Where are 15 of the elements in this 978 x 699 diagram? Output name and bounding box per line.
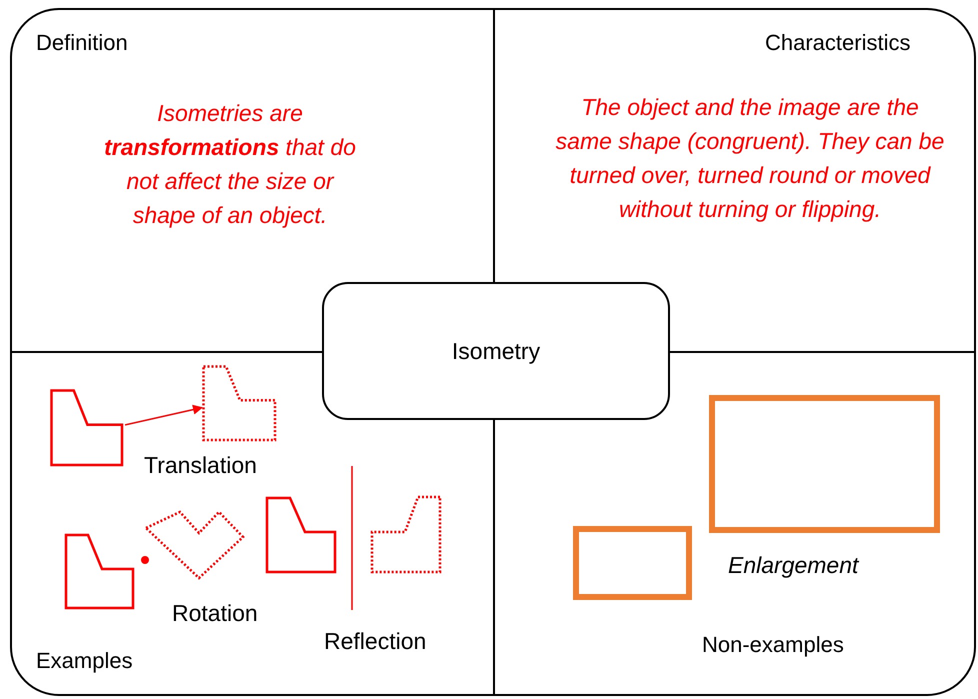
- center-box: [322, 282, 670, 420]
- arrow: [124, 404, 203, 426]
- section-heading: Characteristics: [765, 30, 910, 56]
- section-text: Isometries are transformations that do not affect the size or shape of an object.: [103, 99, 357, 230]
- shape-drawing: [50, 389, 125, 468]
- example-label: Rotation: [172, 600, 258, 627]
- example-label: Enlargement: [728, 552, 858, 579]
- center-title: Isometry: [452, 338, 540, 364]
- section-heading: Examples: [36, 648, 133, 674]
- example-label: Reflection: [324, 628, 426, 655]
- example-label: Translation: [144, 452, 257, 479]
- section-text: The object and the image are the same shape (congruent). They can be turned over, turned round or moved without turning or flipping.: [555, 93, 945, 224]
- section-heading: Definition: [36, 30, 128, 56]
- dotted-shape-drawing: [202, 365, 278, 443]
- section-heading: Non-examples: [702, 632, 844, 658]
